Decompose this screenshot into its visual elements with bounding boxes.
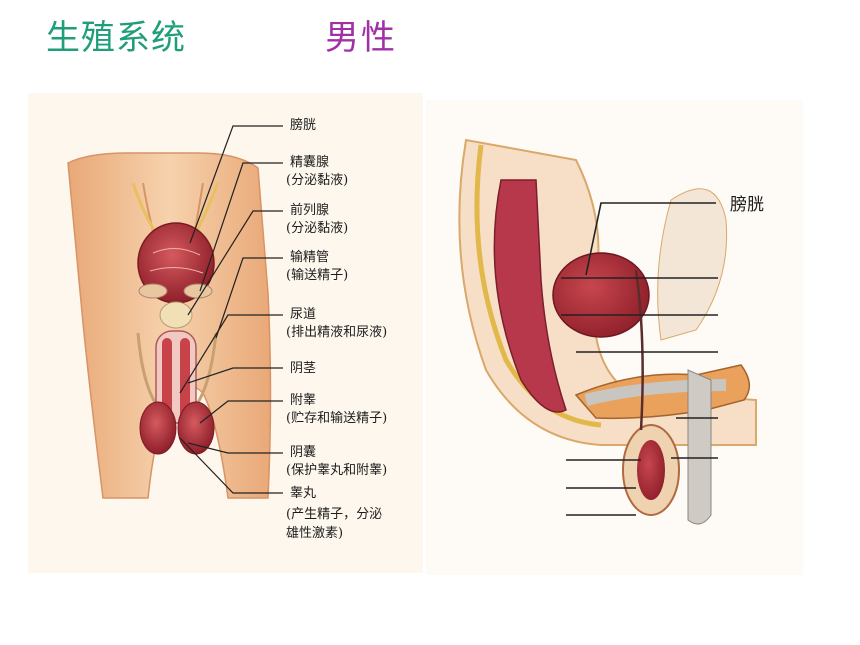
- label-prostate-note: (分泌黏液): [286, 221, 349, 236]
- side-view-illustration: 膀胱: [426, 100, 803, 575]
- prostate-organ: [159, 301, 193, 329]
- label-penis: 阴茎: [290, 361, 317, 376]
- label-bladder-side: 膀胱: [730, 195, 764, 215]
- label-epididymis-note: (贮存和输送精子): [286, 411, 388, 426]
- label-testis-note-2: 雄性激素): [286, 526, 344, 541]
- label-bladder: 膀胱: [290, 118, 317, 133]
- label-scrotum: 阴囊: [290, 445, 317, 460]
- label-seminal-vesicle-note: (分泌黏液): [286, 173, 349, 188]
- label-vas-deferens: 输精管: [290, 250, 330, 265]
- testis-left: [139, 401, 177, 455]
- label-testis: 睾丸: [290, 486, 317, 501]
- front-view-illustration: 膀胱 精囊腺 (分泌黏液) 前列腺 (分泌黏液) 输精管 (输送精子) 尿道 (…: [28, 93, 423, 573]
- label-vas-deferens-note: (输送精子): [286, 268, 349, 283]
- label-epididymis: 附睾: [290, 393, 317, 408]
- label-urethra: 尿道: [290, 307, 317, 322]
- testis-right: [177, 401, 215, 455]
- label-seminal-vesicle: 精囊腺: [290, 155, 330, 170]
- front-view-drawing: [67, 125, 283, 499]
- rectum-organ: [493, 179, 567, 413]
- bladder-side-organ: [552, 252, 650, 338]
- label-urethra-note: (排出精液和尿液): [286, 325, 388, 340]
- label-scrotum-note: (保护睾丸和附睾): [286, 463, 388, 478]
- label-prostate: 前列腺: [290, 203, 330, 218]
- side-view-drawing: [458, 138, 757, 525]
- slide-subtitle: 男性: [325, 18, 397, 58]
- slide-title: 生殖系统: [46, 18, 186, 58]
- label-testis-note-1: (产生精子，分泌: [286, 507, 383, 522]
